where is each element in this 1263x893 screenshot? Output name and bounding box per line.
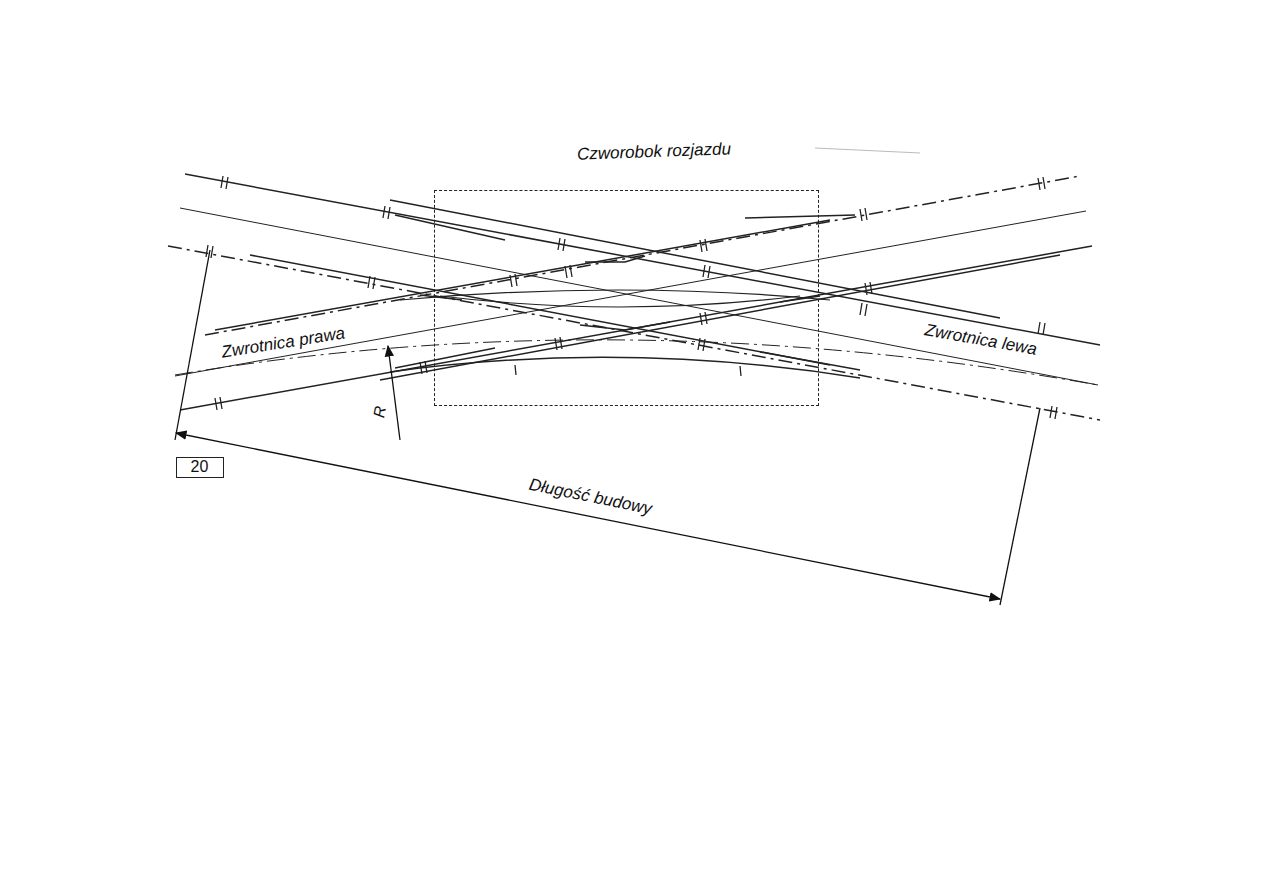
curved-rail <box>390 357 860 378</box>
figure-number-box: 20 <box>176 457 224 478</box>
check-rail <box>760 352 860 370</box>
rail <box>380 255 1060 380</box>
dimension-label: Długość budowy <box>524 475 656 519</box>
track-axis <box>180 208 1098 385</box>
part-label: Zwrotnica lewa <box>920 320 1041 359</box>
switch-point <box>420 295 462 300</box>
radius-symbol: R <box>370 402 390 422</box>
curved-rail <box>440 296 800 307</box>
rail <box>168 246 1100 420</box>
rail <box>390 200 1000 318</box>
turnout-quadrilateral: Czworobok rozjazdu <box>434 190 819 406</box>
dimension-line <box>176 433 1000 599</box>
rail <box>185 174 1100 345</box>
region-title: Czworobok rozjazdu <box>577 140 732 164</box>
figure-number: 20 <box>191 458 209 476</box>
check-rail <box>745 215 855 218</box>
frog <box>580 322 670 330</box>
rail <box>180 246 1092 410</box>
check-rail <box>395 348 495 368</box>
rail <box>205 176 1080 335</box>
frog <box>585 256 645 262</box>
part-label: Zwrotnica prawa <box>217 323 349 362</box>
extension-line <box>175 250 210 440</box>
track-axis <box>175 211 1086 376</box>
extension-line <box>1000 408 1040 605</box>
switch-point <box>780 296 820 302</box>
check-rail <box>395 215 505 240</box>
scan-mark <box>815 148 920 153</box>
radius-arrow <box>388 346 400 440</box>
